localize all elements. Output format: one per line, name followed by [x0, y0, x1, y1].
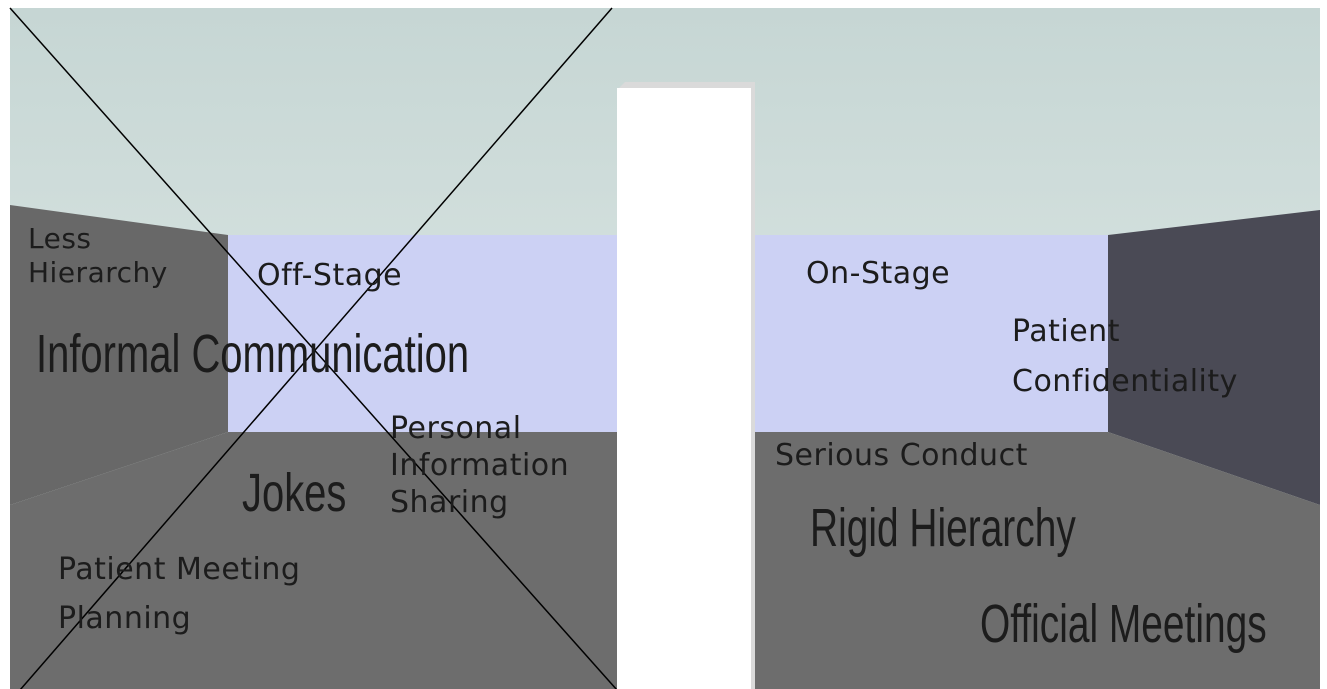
serious-conduct-label: Serious Conduct [775, 438, 1028, 473]
cross-line-1 [9, 7, 618, 689]
official-meetings-label: Official Meetings [980, 594, 1267, 654]
planning-line: Planning [58, 601, 192, 636]
divider-wall [617, 88, 751, 689]
confidentiality-line: Confidentiality [1012, 364, 1238, 399]
patient-confidentiality-label: Patient Confidentiality [1012, 307, 1238, 407]
cross-line-2 [19, 7, 613, 689]
right-side-wall [1108, 210, 1320, 505]
informal-communication-label: Informal Communication [36, 324, 470, 384]
personal-line: Personal [390, 411, 522, 446]
less-hierarchy-label: Less Hierarchy [28, 222, 168, 290]
personal-information-sharing-label: Personal Information Sharing [390, 410, 569, 521]
left-back-wall [228, 235, 617, 432]
jokes-label: Jokes [242, 463, 347, 523]
right-back-wall [750, 235, 1108, 432]
left-side-wall [10, 205, 228, 505]
patient-meeting-planning-label: Patient Meeting Planning [58, 545, 300, 643]
less-hierarchy-line-2: Hierarchy [28, 256, 168, 289]
rigid-hierarchy-label: Rigid Hierarchy [810, 498, 1076, 558]
right-floor [750, 432, 1320, 689]
less-hierarchy-line-1: Less [28, 222, 92, 255]
on-stage-title: On-Stage [806, 256, 951, 291]
information-line: Information [390, 448, 570, 483]
left-floor [10, 432, 617, 689]
sharing-line: Sharing [390, 485, 509, 520]
off-stage-title: Off-Stage [257, 258, 403, 293]
patient-meeting-line: Patient Meeting [58, 552, 301, 587]
patient-line: Patient [1012, 314, 1120, 349]
